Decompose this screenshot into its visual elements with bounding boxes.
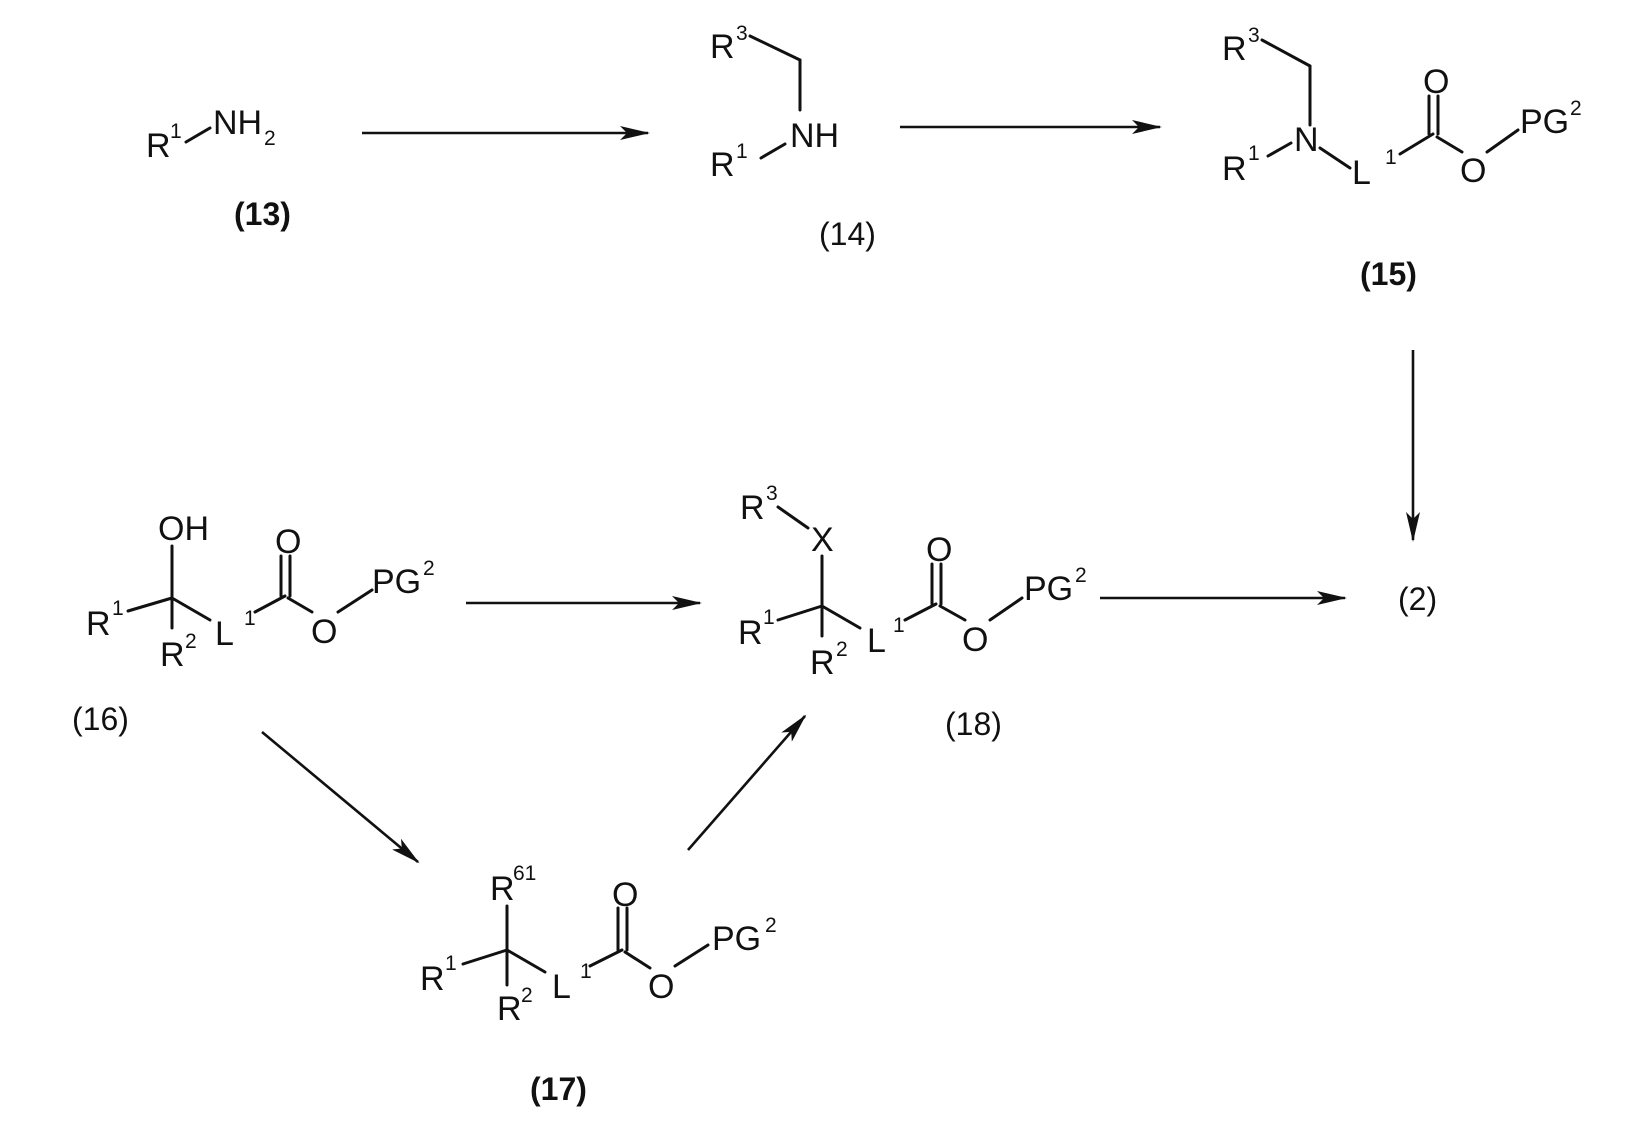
atom-o: O — [1423, 63, 1449, 101]
superscript: 1 — [763, 606, 775, 629]
superscript: 1 — [244, 607, 256, 630]
superscript: 61 — [513, 862, 536, 885]
superscript: 2 — [1570, 97, 1582, 120]
superscript: 2 — [765, 914, 777, 937]
atom-r: R — [86, 605, 111, 643]
atom-o: O — [275, 523, 301, 561]
compound-13: R 1 NH 2 (13) — [146, 104, 291, 232]
bond — [1262, 40, 1310, 66]
atom-r: R — [1222, 30, 1247, 68]
atom-l: L — [215, 615, 234, 653]
atom-nh: NH — [790, 117, 839, 155]
superscript: 1 — [1385, 146, 1397, 169]
atom-l: L — [1352, 154, 1371, 192]
bond — [463, 950, 507, 964]
bond — [778, 507, 808, 528]
product-label-2: (2) — [1398, 581, 1437, 617]
compound-label-17: (17) — [530, 1071, 587, 1107]
atom-oh: OH — [158, 510, 209, 548]
compound-18: R 3 X R 1 R 2 L 1 O O PG 2 (18) — [738, 482, 1087, 742]
superscript: 2 — [423, 557, 435, 580]
atom-r: R — [497, 990, 522, 1028]
superscript: 1 — [580, 960, 592, 983]
superscript: 2 — [836, 638, 848, 661]
bond — [778, 606, 822, 620]
superscript: 1 — [736, 140, 748, 163]
atom-n: N — [1294, 121, 1319, 159]
atom-l: L — [552, 968, 571, 1006]
bond — [255, 596, 285, 612]
atom-o: O — [612, 876, 638, 914]
superscript: 3 — [766, 482, 778, 505]
atom-r: R — [740, 489, 765, 527]
atom-x: X — [811, 521, 834, 559]
bond — [186, 128, 210, 142]
superscript: 2 — [1075, 564, 1087, 587]
bond — [625, 952, 650, 968]
bond — [675, 945, 708, 966]
atom-o: O — [962, 621, 988, 659]
bond — [1320, 148, 1350, 168]
superscript: 1 — [112, 597, 124, 620]
atom-r: R — [710, 28, 735, 66]
compound-label-13: (13) — [234, 196, 291, 232]
superscript: 1 — [445, 952, 457, 975]
atom-pg: PG — [1024, 570, 1073, 608]
compound-14: R 3 NH R 1 (14) — [710, 22, 876, 252]
atom-r: R — [710, 146, 735, 184]
bond — [507, 950, 545, 972]
superscript: 1 — [1248, 142, 1260, 165]
atom-l: L — [867, 622, 886, 660]
atom-r: R — [810, 644, 835, 682]
superscript: 1 — [170, 120, 182, 143]
atom-o: O — [1460, 152, 1486, 190]
bond — [1487, 130, 1518, 152]
arrow-16-to-17 — [262, 732, 418, 862]
compound-label-14: (14) — [819, 216, 876, 252]
compound-15: R 3 R 1 N L 1 O O PG 2 (15) — [1222, 24, 1582, 292]
atom-nh: NH — [213, 104, 262, 142]
bond — [750, 36, 800, 60]
bond — [288, 598, 312, 612]
bond — [1400, 134, 1433, 154]
atom-r: R — [146, 127, 171, 165]
superscript: 3 — [1248, 24, 1260, 47]
atom-r: R — [160, 636, 185, 674]
compound-label-16: (16) — [72, 701, 129, 737]
superscript: 2 — [185, 630, 197, 653]
compound-16: OH R 1 R 2 L 1 O O PG 2 (16) — [72, 510, 435, 737]
atom-pg: PG — [372, 563, 421, 601]
atom-pg: PG — [712, 920, 761, 958]
bond — [338, 590, 372, 612]
atom-r: R — [1222, 150, 1247, 188]
bond — [822, 606, 860, 628]
atom-o: O — [926, 531, 952, 569]
bond — [590, 950, 622, 966]
bond — [128, 598, 172, 611]
atom-o: O — [648, 968, 674, 1006]
bond — [990, 598, 1022, 620]
bond — [1268, 143, 1291, 156]
bond — [172, 598, 210, 620]
atom-r: R — [738, 614, 763, 652]
superscript: 1 — [893, 614, 905, 637]
atom-r: R — [490, 870, 515, 908]
atom-o: O — [311, 613, 337, 651]
bond — [940, 606, 965, 620]
superscript: 2 — [521, 984, 533, 1007]
compound-label-18: (18) — [945, 706, 1002, 742]
bond — [905, 604, 936, 620]
atom-pg: PG — [1520, 103, 1569, 141]
compound-label-15: (15) — [1360, 256, 1417, 292]
superscript: 3 — [736, 22, 748, 45]
arrow-17-to-18 — [688, 716, 805, 850]
subscript: 2 — [264, 127, 276, 150]
bond — [1437, 137, 1462, 152]
compound-17: R 61 R 1 R 2 L 1 O O PG 2 (17) — [420, 862, 777, 1107]
atom-r: R — [420, 960, 445, 998]
bond — [761, 144, 785, 158]
